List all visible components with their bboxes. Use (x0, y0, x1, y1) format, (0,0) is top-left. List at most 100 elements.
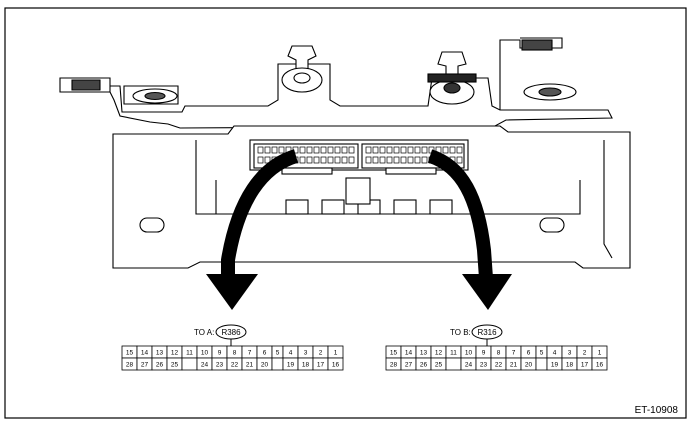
pin-label: 19 (287, 362, 295, 369)
pin-label: 14 (405, 350, 413, 357)
pin-label: 24 (465, 362, 473, 369)
pin-label: 9 (218, 350, 222, 357)
housing-pin (341, 146, 348, 154)
pin-cell (327, 357, 344, 371)
housing-pin (365, 156, 372, 164)
housing-pin (313, 146, 320, 154)
housing-pin (320, 146, 327, 154)
pin-label: 16 (596, 362, 604, 369)
housing-pin (341, 156, 348, 164)
housing-pin (421, 146, 428, 154)
housing-pin (456, 156, 463, 164)
housing-pin (257, 146, 264, 154)
pin-label: 15 (390, 350, 398, 357)
housing-pin (334, 156, 341, 164)
housing-pin (400, 146, 407, 154)
pin-label: 23 (216, 362, 224, 369)
pin-label: 8 (497, 350, 501, 357)
housing-pin (327, 146, 334, 154)
arrow-to-connector-a (206, 149, 299, 310)
pin-label: 27 (405, 362, 413, 369)
control-unit-body (112, 125, 631, 269)
housing-pin (334, 146, 341, 154)
housing-pin (379, 156, 386, 164)
pin-label: 7 (248, 350, 252, 357)
housing-pin (379, 146, 386, 154)
housing-pin (407, 156, 414, 164)
pin-label: 4 (553, 350, 557, 357)
pin-label: 13 (420, 350, 428, 357)
pin-label: 22 (231, 362, 239, 369)
housing-pin (278, 146, 285, 154)
housing-pin (264, 146, 271, 154)
housing-pin (271, 146, 278, 154)
pin-label: 7 (512, 350, 516, 357)
pin-label: 27 (141, 362, 149, 369)
housing-pin (449, 146, 456, 154)
pin-label: 15 (126, 350, 134, 357)
pin-label: 21 (246, 362, 254, 369)
pin-label: 11 (450, 350, 457, 357)
pin-label: 20 (261, 362, 269, 369)
connector-a-prefix: TO A: (194, 328, 214, 337)
pin-label: 14 (141, 350, 149, 357)
pin-label: 28 (126, 362, 134, 369)
housing-pin (313, 156, 320, 164)
housing-pin (372, 146, 379, 154)
mounting-bracket (59, 37, 613, 129)
pin-label: 28 (390, 362, 398, 369)
pin-label: 19 (551, 362, 559, 369)
housing-pin (299, 146, 306, 154)
pin-cell (271, 357, 284, 371)
pin-label: 9 (482, 350, 486, 357)
housing-pin (456, 146, 463, 154)
housing-pin (414, 146, 421, 154)
pin-label: 3 (304, 350, 308, 357)
pin-label: 11 (186, 350, 193, 357)
pin-label: 5 (540, 350, 544, 357)
housing-pin (393, 156, 400, 164)
pin-label: 17 (317, 362, 325, 369)
pin-label: 12 (435, 350, 443, 357)
pin-label: 17 (581, 362, 589, 369)
pin-cell (535, 357, 548, 371)
housing-pin (421, 156, 428, 164)
pin-label: 21 (510, 362, 518, 369)
housing-pin (306, 156, 313, 164)
pin-label: 18 (302, 362, 310, 369)
figure-border (4, 7, 687, 419)
pin-label: 20 (525, 362, 533, 369)
pin-label: 10 (201, 350, 209, 357)
connector-b-prefix: TO B: (450, 328, 471, 337)
pin-label: 12 (171, 350, 179, 357)
arrow-to-connector-b (427, 149, 512, 310)
housing-pin (320, 156, 327, 164)
pin-label: 2 (583, 350, 587, 357)
housing-pin (365, 146, 372, 154)
pin-label: 1 (334, 350, 338, 357)
housing-pin (348, 146, 355, 154)
housing-pin (257, 156, 264, 164)
housing-pin (407, 146, 414, 154)
connector-a-code: R386 (221, 328, 241, 337)
figure-id: ET-10908 (634, 405, 678, 416)
housing-pin (372, 156, 379, 164)
pin-label: 4 (289, 350, 293, 357)
pin-label: 22 (495, 362, 503, 369)
pin-cell (181, 357, 198, 371)
pin-label: 18 (566, 362, 574, 369)
housing-pin (306, 146, 313, 154)
pin-label: 23 (480, 362, 488, 369)
pin-label: 2 (319, 350, 323, 357)
housing-pin (393, 146, 400, 154)
pin-label: 6 (527, 350, 531, 357)
housing-pin (348, 156, 355, 164)
pin-label: 5 (276, 350, 280, 357)
housing-pin (327, 156, 334, 164)
pin-label: 25 (171, 362, 179, 369)
pin-label: 24 (201, 362, 209, 369)
